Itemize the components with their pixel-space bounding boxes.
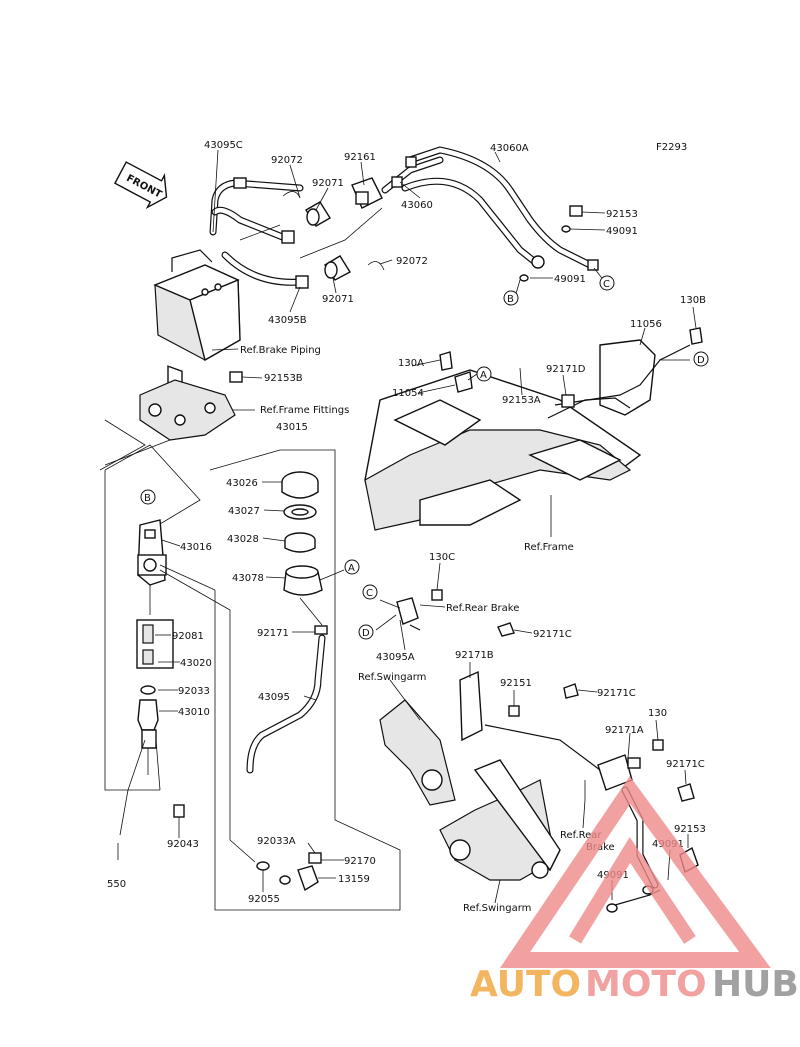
label-92153a: 92153A [502,395,541,406]
callout-D1: D [693,351,709,367]
label-43095: 43095 [258,692,290,703]
label-43010: 43010 [178,707,210,718]
label-ref-rear-brake-b1: Ref.Rear [560,830,602,841]
watermark-part2: MOTO [585,964,707,1005]
label-92043: 92043 [167,839,199,850]
label-92071: 92071 [312,178,344,189]
svg-text:B: B [144,493,151,504]
label-43027: 43027 [228,506,260,517]
label-92161: 92161 [344,152,376,163]
master-cylinder-bracket [99,371,401,911]
label-43095c: 43095C [204,140,243,151]
svg-text:C: C [603,279,610,290]
label-92171: 92171 [257,628,289,639]
label-92171c-b: 92171C [597,688,636,699]
label-92033a: 92033A [257,836,296,847]
part-labels: 43095C 92072 92071 92161 43060A 43060 92… [107,140,706,914]
label-ref-swingarm: Ref.Swingarm [358,672,426,683]
label-92153b: 92153B [264,373,303,384]
label-92171a: 92171A [605,725,644,736]
watermark-part1: AUTO [470,964,581,1005]
label-92033: 92033 [178,686,210,697]
label-49091: 49091 [606,226,638,237]
label-11054: 11054 [392,388,424,399]
label-ref-frame-fittings: Ref.Frame Fittings [260,405,349,416]
label-92072-b: 92072 [396,256,428,267]
label-ref-rear-brake: Ref.Rear Brake [446,603,519,614]
label-43028: 43028 [227,534,259,545]
callout-B1: B [503,290,519,306]
callout-C2: C [362,584,378,600]
callout-C1: C [599,275,615,291]
label-11056: 11056 [630,319,662,330]
label-43095b: 43095B [268,315,307,326]
svg-text:B: B [507,294,514,305]
abs-unit [153,249,241,391]
label-92153: 92153 [606,209,638,220]
label-130b: 130B [680,295,706,306]
svg-text:D: D [362,628,370,639]
label-92153-b: 92153 [674,824,706,835]
label-92170: 92170 [344,856,376,867]
watermark-part3: HUB [712,964,799,1005]
label-130c: 130C [429,552,455,563]
brake-pipes-upper [209,146,599,289]
label-92171b: 92171B [455,650,494,661]
frame [364,306,703,537]
label-92171c: 92171C [533,629,572,640]
label-43026: 43026 [226,478,258,489]
svg-text:D: D [697,355,705,366]
label-13159: 13159 [338,874,370,885]
label-550: 550 [107,879,126,890]
label-130a: 130A [398,358,424,369]
label-92055: 92055 [248,894,280,905]
callout-A1: A [476,366,492,382]
label-ref-swingarm-b: Ref.Swingarm [463,903,531,914]
rear-brake-assembly [375,562,699,913]
label-92071-b: 92071 [322,294,354,305]
label-92081: 92081 [172,631,204,642]
label-92171d: 92171D [546,364,586,375]
watermark-logo: AUTO MOTO HUB [470,776,799,1005]
callout-D2: D [358,624,374,640]
svg-text:C: C [366,588,373,599]
reservoir [246,471,345,892]
front-arrow: FRONT [113,161,168,210]
label-43016: 43016 [180,542,212,553]
label-43060: 43060 [401,200,433,211]
label-49091-b: 49091 [554,274,586,285]
svg-text:A: A [348,563,355,574]
label-ref-frame: Ref.Frame [524,542,574,553]
label-43095a: 43095A [376,652,415,663]
diagram-code: F2293 [656,142,687,153]
label-92072: 92072 [271,155,303,166]
callout-B2: B [140,489,156,505]
label-43078: 43078 [232,573,264,584]
label-92151: 92151 [500,678,532,689]
label-130: 130 [648,708,667,719]
callout-A2: A [344,559,360,575]
label-ref-brake-piping: Ref.Brake Piping [240,345,321,356]
label-43015: 43015 [276,422,308,433]
label-43060a: 43060A [490,143,529,154]
label-92171c-c: 92171C [666,759,705,770]
svg-text:A: A [480,370,487,381]
label-43020: 43020 [180,658,212,669]
